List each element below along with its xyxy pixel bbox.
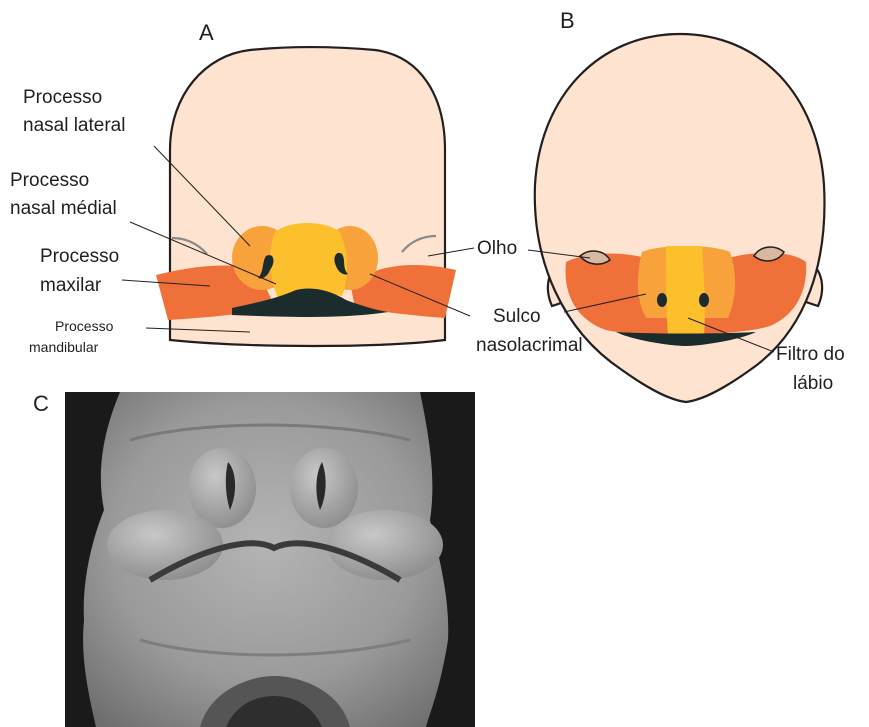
label-sulco-line1: Sulco [493,306,541,327]
label-maxilar-line2: maxilar [40,275,102,296]
panel-label-a: A [199,20,214,45]
panel-b-nostril-right [699,293,709,307]
label-mandibular-line2: mandibular [29,339,99,355]
label-nasal-medial-line1: Processo [10,170,89,191]
label-filtro-line2: lábio [793,373,833,394]
panel-label-c: C [33,391,49,416]
label-nasal-lateral-line1: Processo [23,87,102,108]
label-sulco-line2: nasolacrimal [476,335,583,356]
label-nasal-lateral-line2: nasal lateral [23,115,125,136]
label-olho: Olho [477,238,517,259]
panel-a-diagram [122,47,474,346]
label-mandibular-line1: Processo [55,318,114,334]
sem-nasal-bump-left [188,448,256,528]
panel-b-nostril-left [657,293,667,307]
label-nasal-medial-line2: nasal médial [10,198,117,219]
panel-c-sem-image [65,392,475,727]
label-filtro-line1: Filtro do [776,344,845,365]
label-maxilar-line1: Processo [40,246,119,267]
panel-label-b: B [560,8,575,33]
